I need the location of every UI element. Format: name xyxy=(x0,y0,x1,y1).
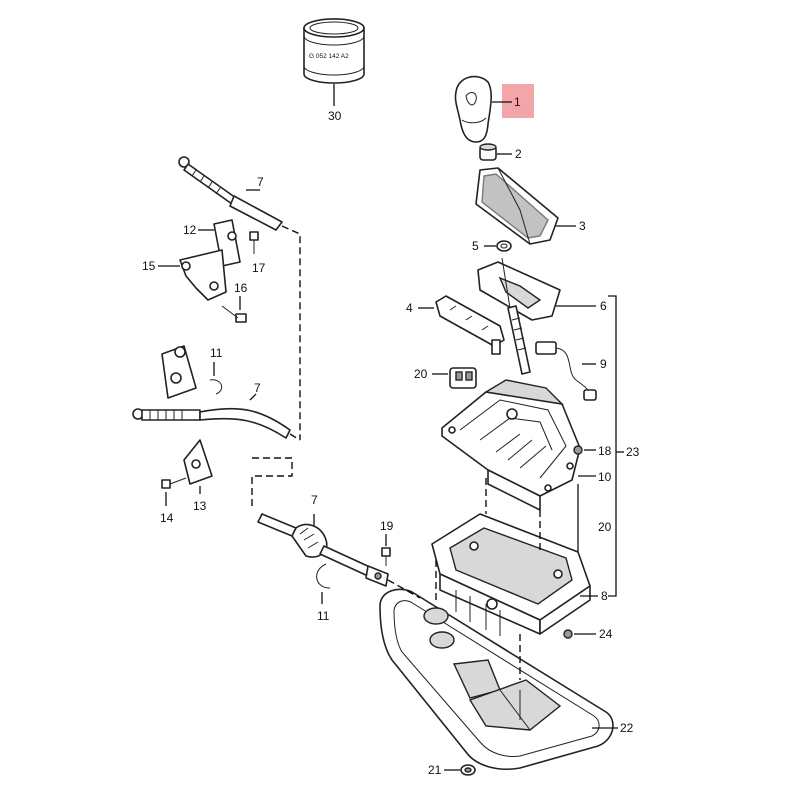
part-9-sensor-wire[interactable] xyxy=(535,341,597,401)
part-20-switch[interactable] xyxy=(449,367,477,389)
callout-4: 4 xyxy=(406,301,413,315)
bracket-12-15[interactable] xyxy=(179,219,241,301)
part-11-clip-lower[interactable] xyxy=(316,563,331,589)
part-24-screw[interactable] xyxy=(563,629,573,639)
part-3-boot[interactable] xyxy=(475,167,559,245)
part-19-screw[interactable] xyxy=(381,547,391,566)
callout-11-upper: 11 xyxy=(210,346,223,360)
callout-14: 14 xyxy=(160,511,174,525)
highlight-callout-1 xyxy=(502,84,534,118)
callout-8: 8 xyxy=(601,589,608,603)
part-6-cover-plate[interactable] xyxy=(477,261,561,321)
callout-7-upper: 7 xyxy=(257,175,264,189)
callout-30: 30 xyxy=(328,109,342,123)
callout-1: 1 xyxy=(514,95,521,109)
part-30-cylinder[interactable]: G 052 142 A2 xyxy=(303,18,365,84)
part-8-lower-housing[interactable] xyxy=(431,513,591,636)
callout-12: 12 xyxy=(183,223,197,237)
part-17-bolt[interactable] xyxy=(249,231,259,254)
bracket-13[interactable] xyxy=(183,439,213,485)
callout-22: 22 xyxy=(620,721,634,735)
callout-16: 16 xyxy=(234,281,248,295)
callout-23: 23 xyxy=(626,445,640,459)
callout-7-lower: 7 xyxy=(311,493,318,507)
callout-11-lower: 11 xyxy=(317,609,330,623)
callout-2: 2 xyxy=(515,147,522,161)
part-1-shift-knob[interactable] xyxy=(454,75,492,143)
part-14-bolt[interactable] xyxy=(161,477,187,489)
callout-7-middle: 7 xyxy=(254,381,261,395)
callout-6: 6 xyxy=(600,299,607,313)
callout-5: 5 xyxy=(472,239,479,253)
part-18-nut[interactable] xyxy=(573,445,583,455)
cable-lower[interactable] xyxy=(257,513,389,587)
shift-lever-rod[interactable] xyxy=(501,257,531,375)
callout-18: 18 xyxy=(598,444,612,458)
callout-15: 15 xyxy=(142,259,156,273)
callout-17: 17 xyxy=(252,261,266,275)
part-5-ring[interactable] xyxy=(496,240,512,252)
callout-19: 19 xyxy=(380,519,394,533)
shifter-mechanism[interactable] xyxy=(441,379,581,511)
cable-middle[interactable] xyxy=(132,407,291,439)
part-4-bracket[interactable] xyxy=(435,295,505,355)
cable-upper[interactable] xyxy=(178,156,283,231)
part-2-sleeve[interactable] xyxy=(479,143,497,161)
callout-10: 10 xyxy=(598,470,612,484)
callout-13: 13 xyxy=(193,499,207,513)
callout-24: 24 xyxy=(599,627,613,641)
callout-21: 21 xyxy=(428,763,442,777)
callout-20-housing: 20 xyxy=(598,520,612,534)
callout-3: 3 xyxy=(579,219,586,233)
part-22-base-plate[interactable] xyxy=(379,588,614,770)
part-30-label: G 052 142 A2 xyxy=(309,53,349,60)
part-21-nut[interactable] xyxy=(460,764,476,776)
brace-23 xyxy=(608,295,617,597)
callout-20-switch: 20 xyxy=(414,367,428,381)
callout-9: 9 xyxy=(600,357,607,371)
part-16-bolt[interactable] xyxy=(221,305,247,323)
bracket-middle[interactable] xyxy=(161,345,223,399)
